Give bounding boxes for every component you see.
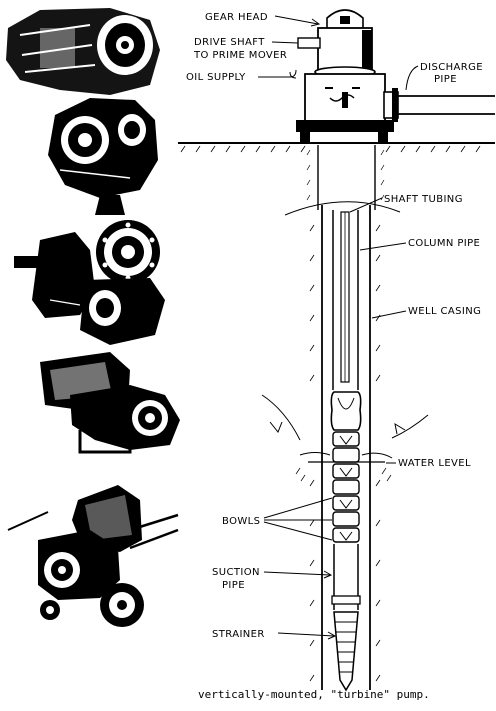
strainer-label: STRAINER bbox=[212, 629, 265, 640]
strainer bbox=[333, 611, 359, 692]
suction-pipe bbox=[331, 544, 361, 610]
well-bore bbox=[284, 145, 401, 216]
drive-shaft-label-line1: DRIVE SHAFT bbox=[194, 37, 265, 48]
gear-head-label: GEAR HEAD bbox=[205, 12, 268, 23]
column-pipe-label: COLUMN PIPE bbox=[408, 238, 480, 249]
suction-pipe-label-line2: PIPE bbox=[222, 580, 245, 591]
discharge-pipe-label-line1: DISCHARGE bbox=[420, 62, 483, 73]
well-casing-label: WELL CASING bbox=[408, 306, 481, 317]
drive-shaft-label-line2: TO PRIME MOVER bbox=[193, 50, 287, 61]
pump-illustration-5 bbox=[7, 485, 179, 627]
figure-caption: vertically-mounted, "turbine" pump. bbox=[198, 688, 430, 701]
pump-illustration-4 bbox=[40, 352, 180, 454]
pump-bowls bbox=[330, 391, 362, 543]
gear-head bbox=[297, 9, 376, 78]
suction-pipe-label-line1: SUCTION bbox=[212, 567, 260, 578]
water-level bbox=[261, 394, 429, 482]
pump-base bbox=[289, 71, 394, 142]
ground-surface bbox=[178, 142, 495, 153]
column-pipe bbox=[332, 210, 359, 390]
discharge-pipe bbox=[383, 88, 495, 122]
pump-illustration-2 bbox=[48, 98, 158, 215]
discharge-pipe-label-line2: PIPE bbox=[434, 74, 457, 85]
bowls-label: BOWLS bbox=[222, 516, 260, 527]
pump-illustration-3 bbox=[14, 220, 165, 345]
water-level-label: WATER LEVEL bbox=[398, 458, 471, 469]
pump-illustration-1 bbox=[6, 8, 160, 95]
well-casing bbox=[309, 205, 381, 690]
oil-supply-label: OIL SUPPLY bbox=[186, 72, 246, 83]
shaft-tubing-label: SHAFT TUBING bbox=[384, 194, 463, 205]
